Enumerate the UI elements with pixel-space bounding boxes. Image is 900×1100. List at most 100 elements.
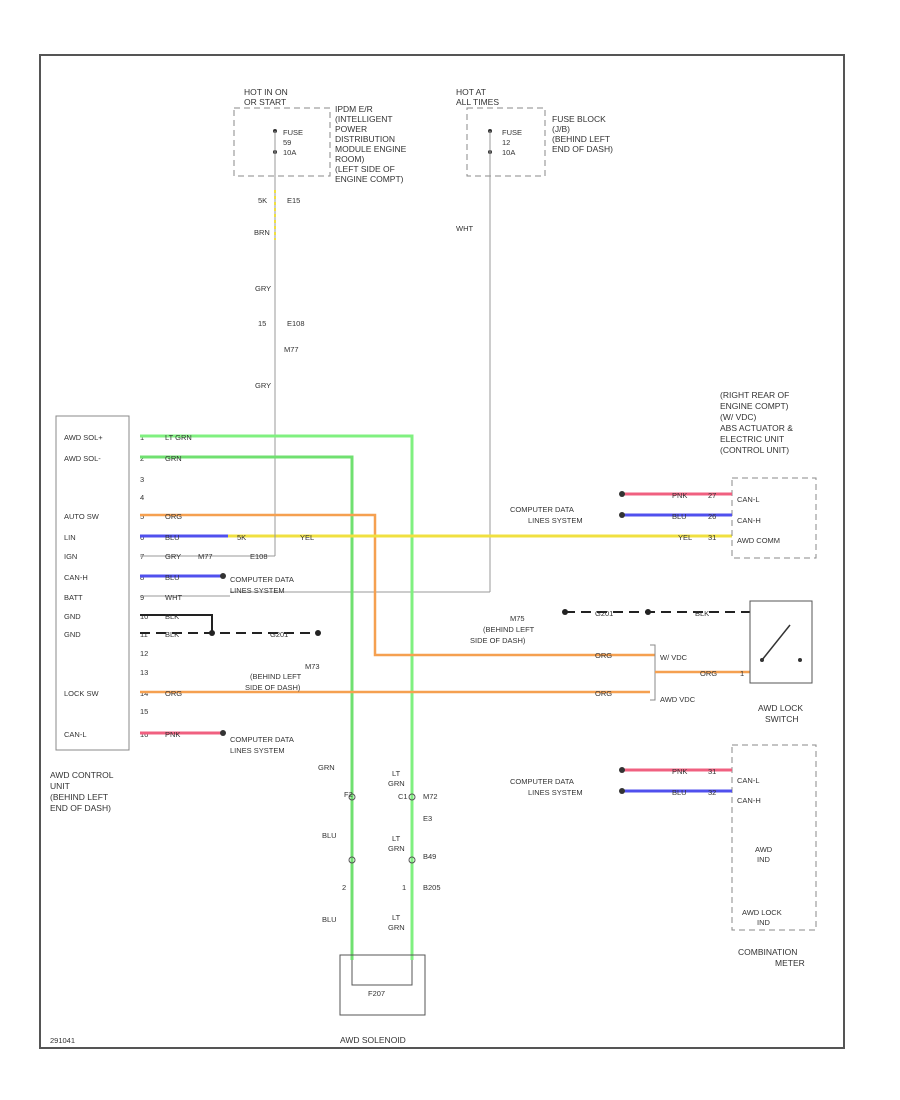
svg-text:ENGINE COMPT): ENGINE COMPT) bbox=[720, 401, 789, 411]
awd-pin-number: 4 bbox=[140, 493, 144, 502]
ign-conn-e15: E15 bbox=[287, 196, 300, 205]
svg-text:END OF DASH): END OF DASH) bbox=[50, 803, 111, 813]
svg-text:(W/ VDC): (W/ VDC) bbox=[720, 412, 757, 422]
svg-text:(BEHIND LEFT: (BEHIND LEFT bbox=[250, 672, 302, 681]
svg-text:PNK: PNK bbox=[672, 767, 687, 776]
vdc-bracket bbox=[650, 644, 656, 701]
svg-text:ORG: ORG bbox=[595, 651, 612, 660]
svg-text:1: 1 bbox=[740, 669, 744, 678]
svg-text:SIDE OF DASH): SIDE OF DASH) bbox=[470, 636, 526, 645]
svg-text:HOT AT: HOT AT bbox=[456, 87, 486, 97]
svg-text:(J/B): (J/B) bbox=[552, 124, 570, 134]
awd-pin-number: 10 bbox=[140, 612, 148, 621]
svg-text:BLU: BLU bbox=[322, 915, 337, 924]
svg-text:(RIGHT REAR OF: (RIGHT REAR OF bbox=[720, 390, 789, 400]
svg-text:MODULE ENGINE: MODULE ENGINE bbox=[335, 144, 407, 154]
awd-pin-number: 3 bbox=[140, 475, 144, 484]
hot-at-all-group: HOT AT ALL TIMES FUSE 12 10A bbox=[456, 87, 546, 177]
svg-text:E3: E3 bbox=[423, 814, 432, 823]
awd-pin-number: 5 bbox=[140, 512, 144, 521]
svg-text:ALL TIMES: ALL TIMES bbox=[456, 97, 499, 107]
awd-pin-number: 13 bbox=[140, 668, 148, 677]
svg-text:26: 26 bbox=[708, 512, 716, 521]
svg-text:LINES SYSTEM: LINES SYSTEM bbox=[230, 746, 285, 755]
svg-text:M77: M77 bbox=[198, 552, 213, 561]
awd-pin-label: BATT bbox=[64, 593, 83, 602]
svg-text:ABS ACTUATOR &: ABS ACTUATOR & bbox=[720, 423, 793, 433]
awd-pin-label: GND bbox=[64, 630, 81, 639]
svg-text:2: 2 bbox=[342, 883, 346, 892]
svg-text:ORG: ORG bbox=[165, 689, 182, 698]
svg-text:(LEFT SIDE OF: (LEFT SIDE OF bbox=[335, 164, 395, 174]
batt-color-wht: WHT bbox=[456, 224, 473, 233]
awd-unit-name: AWD CONTROL UNIT (BEHIND LEFT END OF DAS… bbox=[50, 770, 114, 813]
svg-text:ELECTRIC UNIT: ELECTRIC UNIT bbox=[720, 434, 784, 444]
wire-sol-plus bbox=[140, 434, 414, 960]
svg-text:12: 12 bbox=[502, 138, 510, 147]
awd-pin-number: 11 bbox=[140, 630, 148, 639]
svg-text:B49: B49 bbox=[423, 852, 436, 861]
svg-text:END OF DASH): END OF DASH) bbox=[552, 144, 613, 154]
svg-text:M75: M75 bbox=[510, 614, 525, 623]
svg-text:COMPUTER DATA: COMPUTER DATA bbox=[510, 505, 574, 514]
awd-pin-label: CAN-L bbox=[64, 730, 87, 739]
svg-text:BLU: BLU bbox=[672, 512, 687, 521]
svg-text:GRY: GRY bbox=[165, 552, 181, 561]
m75-label: M75 (BEHIND LEFT SIDE OF DASH) ORG bbox=[470, 614, 612, 660]
awd-control-unit-box bbox=[55, 415, 130, 751]
svg-text:M72: M72 bbox=[423, 792, 438, 801]
meter-name: COMBINATION bbox=[738, 947, 797, 957]
svg-text:DISTRIBUTION: DISTRIBUTION bbox=[335, 134, 395, 144]
awd-pin-label: GND bbox=[64, 612, 81, 621]
svg-text:G201: G201 bbox=[595, 609, 613, 618]
awd-pin-number: 9 bbox=[140, 593, 144, 602]
svg-text:E108: E108 bbox=[250, 552, 268, 561]
wire-auto-sw bbox=[140, 513, 655, 657]
svg-text:BLK: BLK bbox=[165, 630, 179, 639]
svg-text:31: 31 bbox=[708, 767, 716, 776]
svg-text:BLU: BLU bbox=[672, 788, 687, 797]
solenoid-inner-label: F207 bbox=[368, 989, 385, 998]
svg-text:IND: IND bbox=[757, 855, 771, 864]
diagram-id: 291041 bbox=[50, 1036, 75, 1045]
lock-switch-name: AWD LOCK bbox=[758, 703, 803, 713]
svg-text:BLK: BLK bbox=[165, 612, 179, 621]
svg-text:(CONTROL UNIT): (CONTROL UNIT) bbox=[720, 445, 789, 455]
svg-text:WHT: WHT bbox=[165, 593, 182, 602]
svg-text:BLU: BLU bbox=[165, 573, 180, 582]
hot-in-on-title-2: OR START bbox=[244, 97, 286, 107]
fuse-59-label: FUSE bbox=[283, 128, 303, 137]
svg-text:FUSE BLOCK: FUSE BLOCK bbox=[552, 114, 606, 124]
svg-text:GRN: GRN bbox=[388, 779, 405, 788]
awd-pin-label: IGN bbox=[64, 552, 77, 561]
svg-text:COMPUTER DATA: COMPUTER DATA bbox=[230, 735, 294, 744]
solenoid-name: AWD SOLENOID bbox=[340, 1035, 406, 1045]
svg-text:IPDM E/R: IPDM E/R bbox=[335, 104, 373, 114]
svg-text:ORG: ORG bbox=[595, 689, 612, 698]
svg-text:ENGINE COMPT): ENGINE COMPT) bbox=[335, 174, 404, 184]
svg-text:ORG: ORG bbox=[165, 512, 182, 521]
svg-text:CAN-L: CAN-L bbox=[737, 776, 760, 785]
awd-pin-label: AWD SOL- bbox=[64, 454, 101, 463]
svg-text:32: 32 bbox=[708, 788, 716, 797]
svg-text:AWD COMM: AWD COMM bbox=[737, 536, 780, 545]
svg-text:10A: 10A bbox=[502, 148, 515, 157]
abs-unit-box bbox=[731, 477, 817, 559]
awd-pin-number: 14 bbox=[140, 689, 148, 698]
svg-text:M73: M73 bbox=[305, 662, 320, 671]
svg-text:FUSE: FUSE bbox=[502, 128, 522, 137]
ipdm-desc: IPDM E/R (INTELLIGENT POWER DISTRIBUTION… bbox=[335, 104, 407, 184]
svg-text:BLU: BLU bbox=[165, 533, 180, 542]
diagram-frame bbox=[39, 54, 845, 1049]
solenoid-left-labels: GRN F2 BLU 2 BLU bbox=[318, 763, 353, 924]
svg-text:LINES SYSTEM: LINES SYSTEM bbox=[528, 516, 583, 525]
svg-text:IND: IND bbox=[757, 918, 771, 927]
fuse-block-desc: FUSE BLOCK (J/B) (BEHIND LEFT END OF DAS… bbox=[552, 114, 613, 154]
svg-text:GRN: GRN bbox=[165, 454, 182, 463]
awd-pin-number: 15 bbox=[140, 707, 148, 716]
awd-pin-label: CAN-H bbox=[64, 573, 88, 582]
awd-pin-label: AUTO SW bbox=[64, 512, 100, 521]
svg-text:(BEHIND LEFT: (BEHIND LEFT bbox=[483, 625, 535, 634]
ign-color-brn: BRN bbox=[254, 228, 270, 237]
